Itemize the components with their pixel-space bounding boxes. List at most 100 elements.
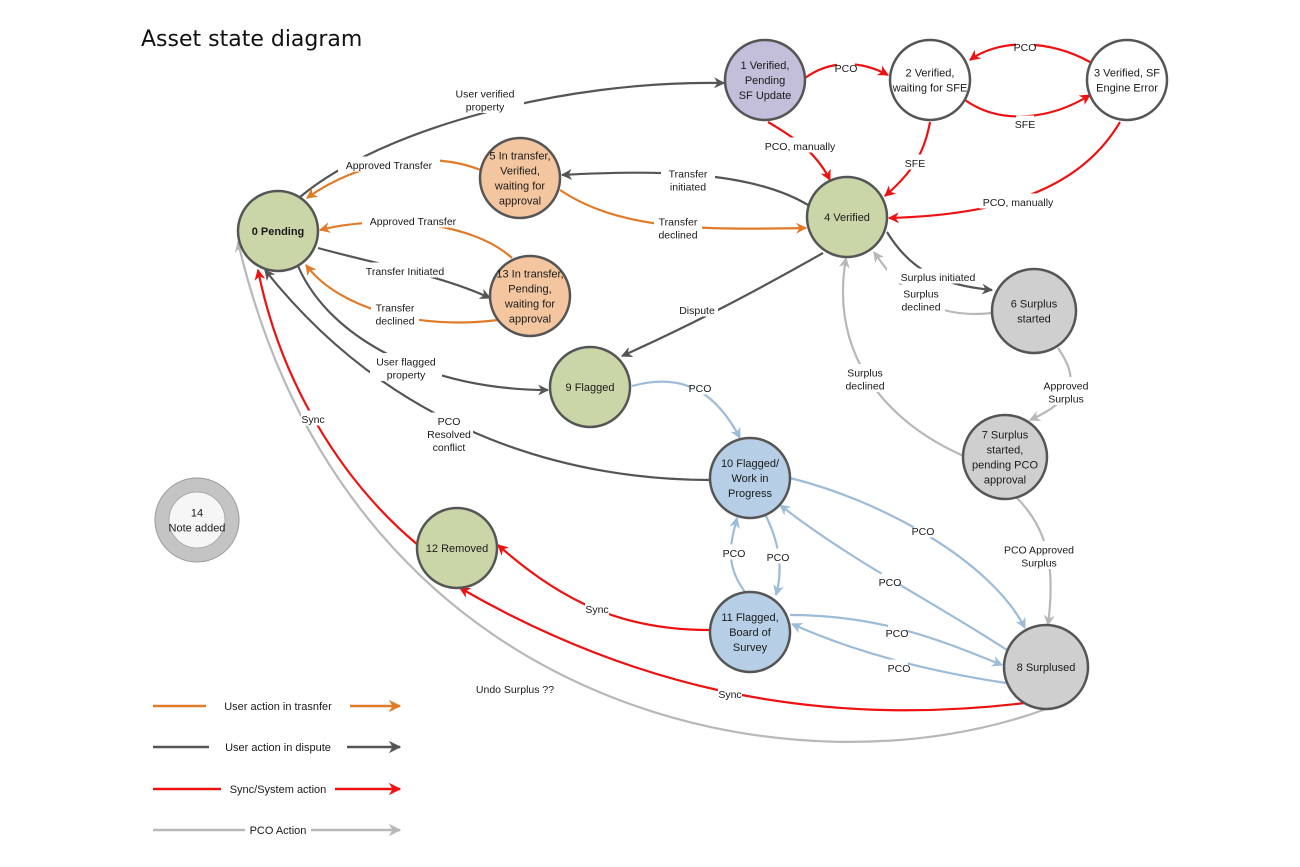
- state-label-line: waiting for SFE: [892, 83, 968, 95]
- state-label-line: SF Update: [739, 90, 792, 102]
- edge-label-background: [887, 268, 989, 284]
- edge-label-background: [718, 685, 742, 701]
- edge-label: PCO: [1014, 38, 1037, 54]
- edge-label: PCO: [912, 522, 934, 538]
- edge-label-line: PCO: [1014, 42, 1037, 54]
- state-label-line: Pending,: [508, 284, 551, 296]
- edge-label-line: PCO Approved: [1004, 545, 1074, 557]
- state-label-line: started: [1017, 314, 1051, 326]
- edge-label-background: [425, 412, 473, 454]
- state-circle: [548, 345, 632, 429]
- state-label-line: started,: [987, 445, 1024, 457]
- edge-label-background: [1016, 38, 1034, 54]
- legend-label: Sync/System action: [230, 784, 327, 796]
- edge-label-line: declined: [845, 381, 884, 393]
- state-label-line: 14: [191, 508, 203, 520]
- edge-label-line: Surplus: [847, 368, 883, 380]
- edge-label-line: Surplus: [1048, 394, 1084, 406]
- state-label-line: 4 Verified: [824, 212, 870, 224]
- edge-label-line: Surplus: [1021, 558, 1057, 570]
- legend-label: User action in dispute: [225, 742, 331, 754]
- edge-label: Approved Transfer: [362, 212, 464, 228]
- state-circle: [805, 175, 889, 259]
- edge-label: PCO: [879, 573, 902, 589]
- state-label-line: 2 Verified,: [906, 68, 955, 80]
- edge-label: Sync: [718, 685, 742, 701]
- state-label-line: 10 Flagged/: [721, 458, 780, 470]
- state-circle: [1002, 623, 1090, 711]
- legend-label-background: [206, 698, 350, 713]
- edge-label-background: [837, 59, 855, 75]
- edge-label-line: property: [387, 370, 426, 382]
- edge-label-line: Transfer: [659, 217, 698, 229]
- state-label-line: Board of: [729, 627, 772, 639]
- edge-label: PCO: [723, 544, 746, 560]
- legend-label-background: [209, 739, 347, 754]
- legend-label-background: [245, 822, 311, 837]
- edge-label-line: Approved Transfer: [346, 160, 433, 172]
- edge-label-background: [585, 600, 609, 616]
- edge-label-background: [351, 262, 459, 278]
- state-circle: [708, 436, 792, 520]
- edge-label-line: declined: [375, 316, 414, 328]
- edge-label-background: [676, 301, 718, 317]
- edge-label-line: Resolved: [427, 429, 471, 441]
- edge-label-line: PCO, manually: [765, 141, 836, 153]
- state-label-line: 3 Verified, SF: [1094, 68, 1160, 80]
- state-label-line: Progress: [728, 488, 773, 500]
- legend-item-dispute: User action in dispute: [153, 739, 402, 754]
- edge-label-background: [1016, 115, 1034, 131]
- edge-label-background: [979, 193, 1057, 209]
- edge-label-background: [914, 522, 932, 538]
- edge-label-line: PCO: [767, 552, 790, 564]
- edge-label-line: PCO: [689, 383, 712, 395]
- state-node-n10: 10 Flagged/Work in Progress: [708, 436, 792, 520]
- edge-label: Sync: [301, 410, 325, 426]
- state-node-n9: 9 Flagged: [548, 345, 632, 429]
- state-circle: [415, 506, 499, 590]
- edge-label-background: [470, 680, 560, 696]
- edge-label-background: [725, 544, 743, 560]
- edge-n8-to-n11: [790, 622, 1007, 685]
- state-circle: [888, 38, 972, 122]
- state-label-line: waiting for: [494, 181, 545, 193]
- state-label-line: Work in: [731, 473, 768, 485]
- edge-label-background: [691, 379, 709, 395]
- edge-label: Transfer Initiated: [351, 262, 459, 278]
- edge-label-line: declined: [901, 302, 940, 314]
- state-label-line: Engine Error: [1096, 83, 1158, 95]
- edge-label-line: Approved Transfer: [370, 216, 457, 228]
- state-node-n12: 12 Removed: [415, 506, 499, 590]
- edge-label-line: PCO: [835, 63, 858, 75]
- legend-label: User action in trasnfer: [224, 701, 332, 713]
- state-circle: [961, 413, 1049, 501]
- note-inner-circle: [168, 491, 226, 549]
- state-label-line: waiting for: [504, 299, 555, 311]
- edge-label-background: [362, 212, 464, 228]
- state-label-line: approval: [509, 314, 551, 326]
- edge-label-line: Sync: [585, 604, 608, 616]
- edge-n11-to-n12: [497, 544, 710, 632]
- edge-label-line: declined: [658, 230, 697, 242]
- edge-label-background: [370, 353, 442, 381]
- edge-label-line: property: [466, 102, 505, 114]
- state-circle: [478, 136, 562, 220]
- edge-label-line: PCO: [723, 548, 746, 560]
- edge-label-line: PCO: [879, 577, 902, 589]
- edge-label-background: [1003, 541, 1075, 569]
- edge-label-line: Sync: [718, 689, 741, 701]
- edge-label-line: Transfer Initiated: [366, 266, 445, 278]
- edge-label: PCO: [689, 379, 712, 395]
